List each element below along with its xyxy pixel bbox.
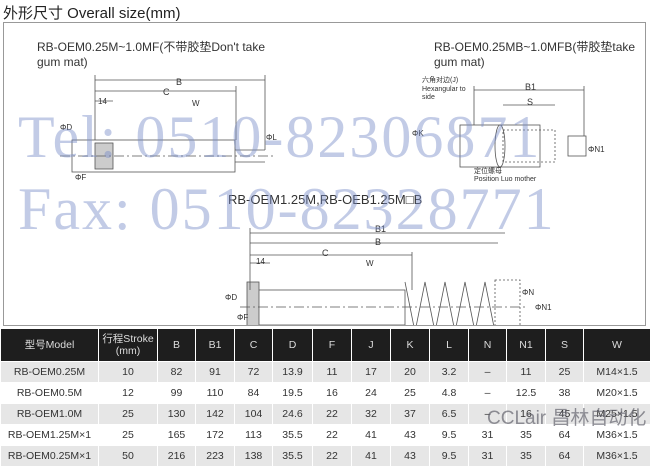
hex-label-en: Hexangular to side (422, 86, 467, 102)
dim3-n1: ΦN1 (535, 300, 552, 315)
table-cell: 41 (352, 446, 391, 467)
table-cell: 110 (196, 383, 235, 404)
table-cell: 38 (546, 383, 584, 404)
table-cell: RB-OEM1.0M (1, 404, 99, 425)
col-f: F (313, 329, 352, 362)
table-cell: 12 (99, 383, 158, 404)
table-cell: 11 (507, 362, 546, 383)
specification-table: 型号Model 行程Stroke (mm) B B1 C D F J K L N… (0, 328, 650, 467)
col-s: S (546, 329, 584, 362)
table-cell: M14×1.5 (584, 362, 650, 383)
col-n1: N1 (507, 329, 546, 362)
table-cell: 130 (158, 404, 196, 425)
table-cell: 25 (391, 383, 430, 404)
table-cell: 9.5 (430, 446, 469, 467)
table-cell: 10 (99, 362, 158, 383)
table-cell: 32 (352, 404, 391, 425)
dim-b: B (176, 75, 182, 90)
table-cell: 16 (313, 383, 352, 404)
table-cell: 11 (313, 362, 352, 383)
dim3-f: ΦF (237, 310, 248, 325)
table-cell: 3.2 (430, 362, 469, 383)
dim3-c: C (322, 246, 329, 261)
table-cell: 25 (99, 404, 158, 425)
table-cell: 43 (391, 446, 430, 467)
table-cell: 72 (235, 362, 273, 383)
table-cell: – (469, 383, 507, 404)
table-cell: – (469, 362, 507, 383)
hex-label: 六角对边(J) (422, 77, 458, 85)
table-cell: 37 (391, 404, 430, 425)
dim3-w: W (366, 256, 374, 271)
col-b: B (158, 329, 196, 362)
table-cell: RB-OEM0.25M×1 (1, 446, 99, 467)
table-cell: 9.5 (430, 425, 469, 446)
table-cell: 31 (469, 446, 507, 467)
table-cell: 17 (352, 362, 391, 383)
table-cell: 22 (313, 446, 352, 467)
dim3-n: ΦN (522, 285, 534, 300)
dim-b1: B1 (525, 80, 536, 95)
dim3-d: ΦD (225, 290, 237, 305)
table-cell: 99 (158, 383, 196, 404)
table-cell: 216 (158, 446, 196, 467)
table-cell: 138 (235, 446, 273, 467)
col-stroke: 行程Stroke (mm) (99, 329, 158, 362)
col-model: 型号Model (1, 329, 99, 362)
table-cell: RB-OEM1.25M×1 (1, 425, 99, 446)
table-cell: 6.5 (430, 404, 469, 425)
col-d: D (273, 329, 313, 362)
col-w: W (584, 329, 650, 362)
table-cell: 50 (99, 446, 158, 467)
table-cell: 172 (196, 425, 235, 446)
table-cell: M36×1.5 (584, 446, 650, 467)
table-cell: 19.5 (273, 383, 313, 404)
table-cell: RB-OEM0.5M (1, 383, 99, 404)
dim3-14: 14 (256, 254, 265, 269)
brand-watermark: CCLair 昌林自动化 (487, 403, 646, 430)
table-cell: 84 (235, 383, 273, 404)
table-cell: 12.5 (507, 383, 546, 404)
table-cell: 223 (196, 446, 235, 467)
table-cell: 142 (196, 404, 235, 425)
table-cell: 13.9 (273, 362, 313, 383)
table-cell: 35.5 (273, 425, 313, 446)
table-cell: 22 (313, 425, 352, 446)
col-n: N (469, 329, 507, 362)
table-cell: 25 (99, 425, 158, 446)
col-c: C (235, 329, 273, 362)
table-cell: 82 (158, 362, 196, 383)
table-cell: 165 (158, 425, 196, 446)
col-j: J (352, 329, 391, 362)
table-cell: 91 (196, 362, 235, 383)
table-header: 型号Model 行程Stroke (mm) B B1 C D F J K L N… (1, 329, 650, 362)
table-cell: 4.8 (430, 383, 469, 404)
table-cell: 113 (235, 425, 273, 446)
watermark-tel: Tel: 0510-82306871 (18, 103, 541, 172)
table-cell: 64 (546, 446, 584, 467)
table-cell: 35.5 (273, 446, 313, 467)
table-cell: M20×1.5 (584, 383, 650, 404)
dim-n1: ΦN1 (588, 142, 605, 157)
table-cell: 24.6 (273, 404, 313, 425)
table-cell: 41 (352, 425, 391, 446)
table-cell: 24 (352, 383, 391, 404)
col-k: K (391, 329, 430, 362)
col-l: L (430, 329, 469, 362)
table-cell: 104 (235, 404, 273, 425)
table-cell: 43 (391, 425, 430, 446)
col-b1: B1 (196, 329, 235, 362)
table-cell: 20 (391, 362, 430, 383)
watermark-fax: Fax: 0510-82328771 (18, 175, 556, 244)
dim-c: C (163, 85, 170, 100)
table-cell: 25 (546, 362, 584, 383)
table-cell: 22 (313, 404, 352, 425)
table-cell: RB-OEM0.25M (1, 362, 99, 383)
table-cell: 35 (507, 446, 546, 467)
